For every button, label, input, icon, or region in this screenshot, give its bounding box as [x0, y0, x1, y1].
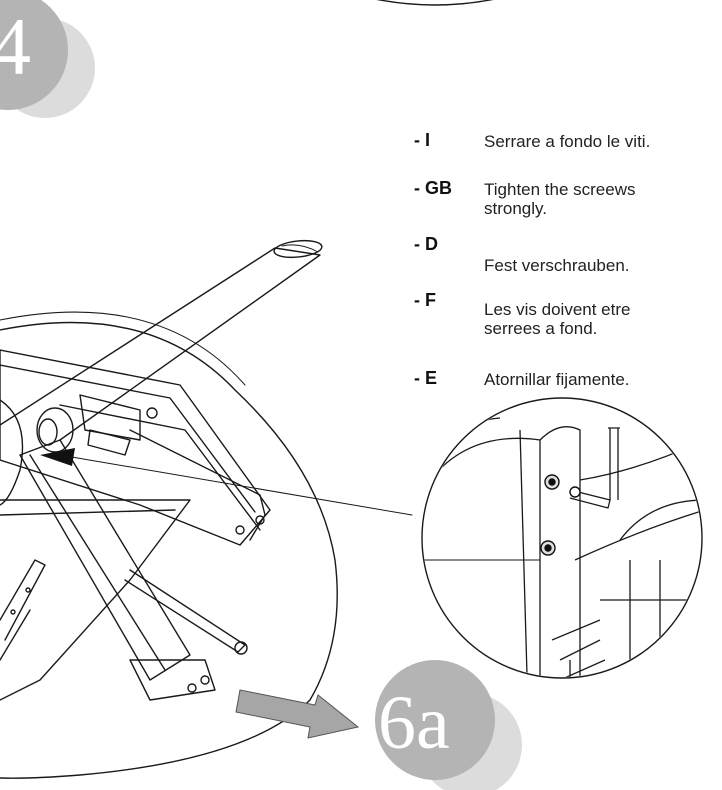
step-badge-6a: 6a	[375, 660, 522, 790]
pointer-arrowhead	[40, 448, 75, 466]
previous-part-edge	[376, 0, 494, 6]
step-badge-4: 4	[0, 0, 95, 118]
frame-plate	[0, 499, 191, 701]
instruction-text: Serrare a fondo le viti.	[484, 132, 651, 151]
support-rod	[124, 569, 246, 653]
motion-arrow	[235, 689, 360, 739]
frame-rail	[0, 349, 271, 546]
step-badge-6a-label: 6a	[378, 681, 450, 765]
center-hub	[0, 399, 24, 506]
instruction-text: Atornillar fijamente.	[484, 370, 630, 389]
detail-pointer-line	[59, 454, 413, 516]
lang-code: - D	[414, 234, 438, 254]
instruction-text: Tighten the screews strongly.	[484, 180, 636, 218]
table-top	[0, 321, 338, 779]
instruction-text: Fest verschrauben.	[484, 256, 630, 275]
lang-code: - E	[414, 368, 438, 388]
lang-code: - F	[414, 290, 436, 310]
bracket	[79, 394, 141, 441]
table-top-edge	[0, 311, 246, 386]
instruction-text: Les vis doivent etre serrees a fond.	[484, 300, 631, 338]
leg-diagonal	[19, 439, 191, 681]
lang-code: - GB	[414, 178, 452, 198]
tube-arm	[0, 247, 321, 441]
lang-code: - I	[414, 130, 430, 150]
foot-plate	[129, 659, 216, 701]
step-badge-4-label: 4	[0, 1, 31, 92]
